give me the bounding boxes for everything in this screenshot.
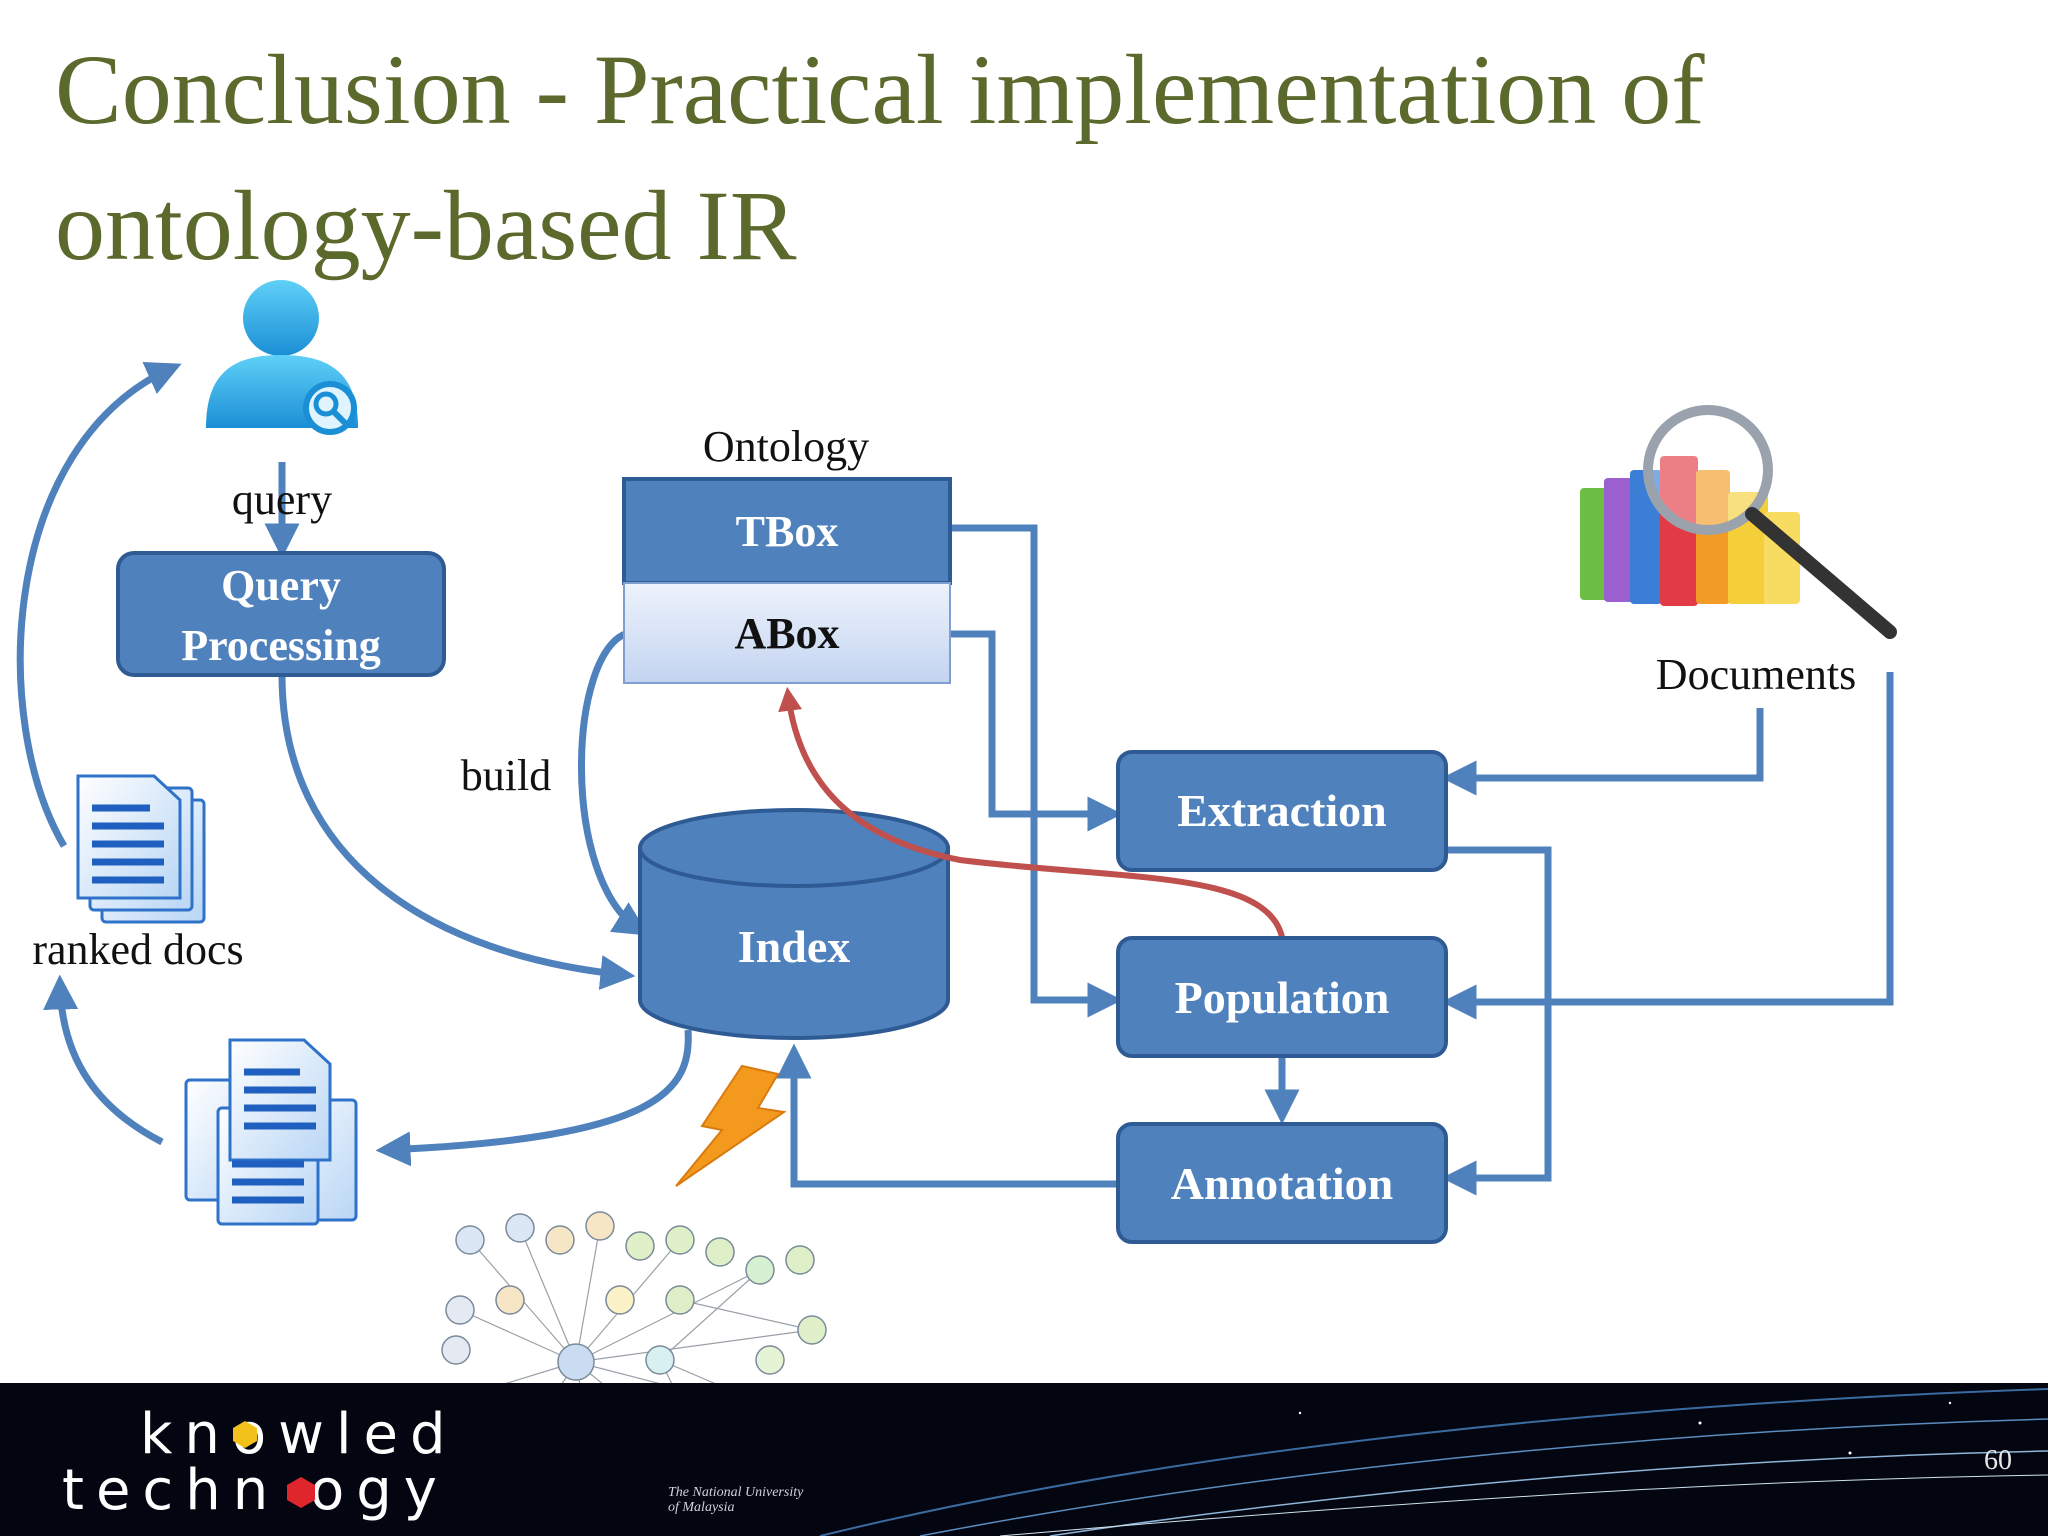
query-processing-box (116, 551, 446, 677)
footer-bar: knowled techn ogy The National Universit… (0, 1383, 2048, 1536)
extraction-box (1116, 750, 1448, 872)
arrow-query-processing-to-index (278, 674, 636, 990)
query-processing-label-line2: Processing (181, 621, 381, 670)
footer-swoosh (819, 1388, 2048, 1536)
index-label: Index (738, 921, 850, 972)
slide-title: Conclusion - Practical implementation of… (55, 34, 1705, 281)
arrow-tbox-to-population (950, 524, 1123, 1018)
tbox-label: TBox (736, 507, 839, 556)
documents-label: Documents (1656, 650, 1856, 699)
documents-magnifier-icon (1580, 405, 1897, 639)
arrow-abox-to-extraction (950, 630, 1123, 832)
abox-label: ABox (734, 609, 839, 658)
arrow-results-to-ranked-docs (43, 974, 164, 1146)
arrow-index-to-results (375, 1029, 692, 1167)
result-docs-icon (184, 1038, 358, 1226)
university-name: The National University of Malaysia (668, 1485, 803, 1515)
page-number: 60 (1984, 1445, 2012, 1476)
knowledge-technology-logo: knowled techn ogy (62, 1401, 482, 1531)
arrow-documents-to-extraction (1441, 708, 1764, 796)
university-name-line1: The National University (668, 1485, 804, 1500)
arrow-annotation-to-index (776, 1043, 1116, 1188)
arrow-population-to-abox (778, 686, 1285, 938)
user-search-icon (206, 280, 358, 435)
tbox-box (622, 477, 952, 585)
ranked-docs-icon (76, 774, 206, 924)
arrow-ranked-docs-to-user (16, 362, 182, 848)
logo-line2: techn ogy (62, 1458, 449, 1523)
connectors (16, 362, 1894, 1196)
population-label: Population (1175, 972, 1390, 1023)
arrow-documents-to-population (1441, 672, 1894, 1020)
abox-box (623, 582, 951, 684)
build-label: build (461, 751, 551, 800)
ontology-label: Ontology (703, 422, 869, 471)
population-box (1116, 936, 1448, 1058)
logo-line1: knowled (140, 1402, 458, 1467)
ranked-docs-label: ranked docs (32, 925, 243, 974)
arrow-extraction-to-annotation (1441, 846, 1552, 1196)
arrow-build-abox-to-index (578, 629, 649, 936)
annotation-label: Annotation (1171, 1158, 1393, 1209)
extraction-label: Extraction (1177, 785, 1387, 836)
query-processing-label-line1: Query (221, 561, 341, 610)
university-name-line2: of Malaysia (668, 1500, 735, 1515)
annotation-box (1116, 1122, 1448, 1244)
logo-red-hexagon (287, 1477, 315, 1508)
query-label: query (232, 475, 332, 524)
lightning-icon (675, 1064, 787, 1187)
logo-yellow-hexagon (233, 1421, 257, 1448)
